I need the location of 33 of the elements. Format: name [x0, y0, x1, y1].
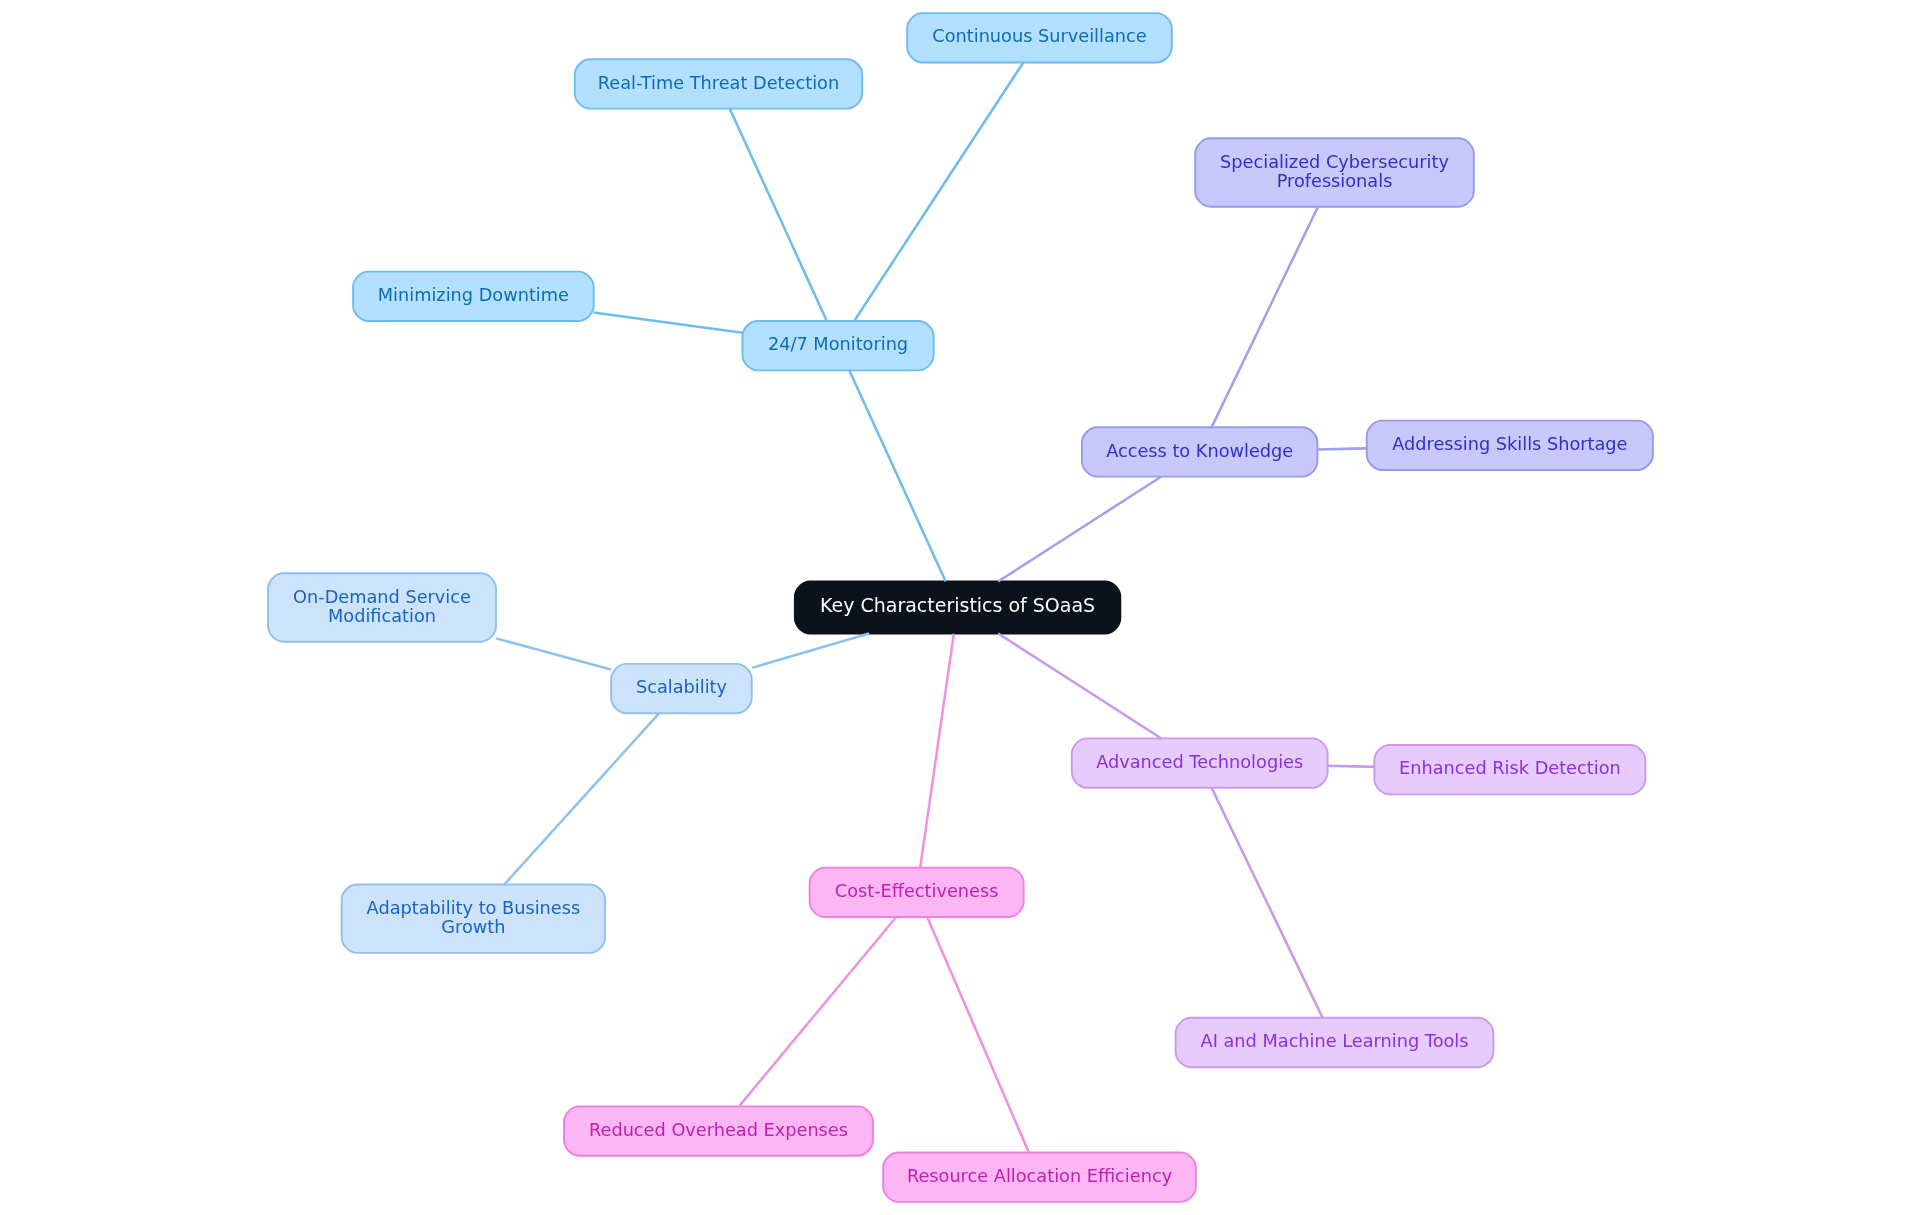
connector	[1210, 206, 1319, 428]
node-box: Key Characteristics of SOaaS	[793, 580, 1121, 635]
connector	[847, 370, 947, 582]
node-box: Continuous Surveillance	[905, 12, 1173, 64]
connector	[503, 712, 660, 886]
node-box: Access to Knowledge	[1080, 426, 1318, 478]
connector	[1317, 447, 1367, 451]
connector	[918, 633, 955, 868]
node-box: On-Demand Service Modification	[266, 572, 497, 643]
node-box: Scalability	[609, 662, 753, 715]
connector	[996, 632, 1162, 740]
connector	[996, 475, 1162, 583]
node-box: Cost-Effectiveness	[808, 866, 1025, 918]
connector	[495, 637, 611, 671]
connector	[737, 916, 897, 1108]
node-box: Resource Allocation Efficiency	[881, 1151, 1197, 1203]
node-box: AI and Machine Learning Tools	[1174, 1016, 1494, 1069]
connector	[852, 62, 1024, 322]
connector	[728, 108, 828, 322]
node-box: Addressing Skills Shortage	[1365, 419, 1654, 471]
connector	[1210, 787, 1324, 1019]
node-box: 24/7 Monitoring	[741, 320, 935, 372]
connector	[925, 916, 1030, 1153]
node-box: Minimizing Downtime	[351, 270, 595, 322]
connector	[1327, 764, 1374, 769]
connector	[751, 632, 869, 670]
connector	[593, 311, 742, 334]
node-box: Specialized Cybersecurity Professionals	[1193, 137, 1475, 208]
node-box: Enhanced Risk Detection	[1372, 744, 1646, 796]
node-box: Reduced Overhead Expenses	[562, 1105, 874, 1157]
node-box: Advanced Technologies	[1070, 737, 1329, 789]
node-box: Real-Time Threat Detection	[573, 58, 863, 110]
node-box: Adaptability to Business Growth	[340, 883, 606, 954]
